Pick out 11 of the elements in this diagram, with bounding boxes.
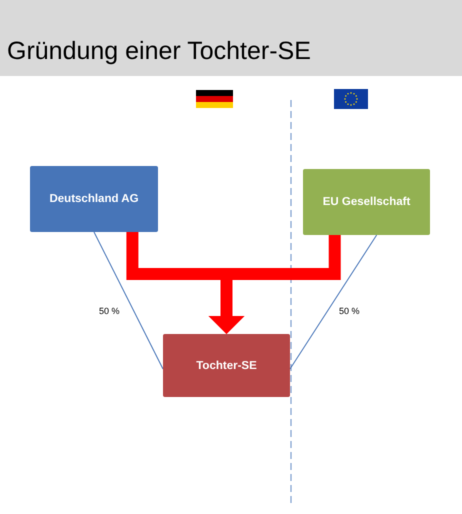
edge-label: 50 % [338,306,361,316]
process-box [303,169,430,235]
title: Gründung einer Tochter-SE [7,37,311,66]
process-box [30,166,158,232]
connector-line [290,234,378,370]
process-box [163,334,290,397]
node-label: Tochter-SE [196,360,257,372]
edge-label: 50 % [98,306,121,316]
connector-line [94,232,164,370]
node-label: Deutschland AG [49,193,139,205]
node-label: EU Gesellschaft [322,196,410,208]
